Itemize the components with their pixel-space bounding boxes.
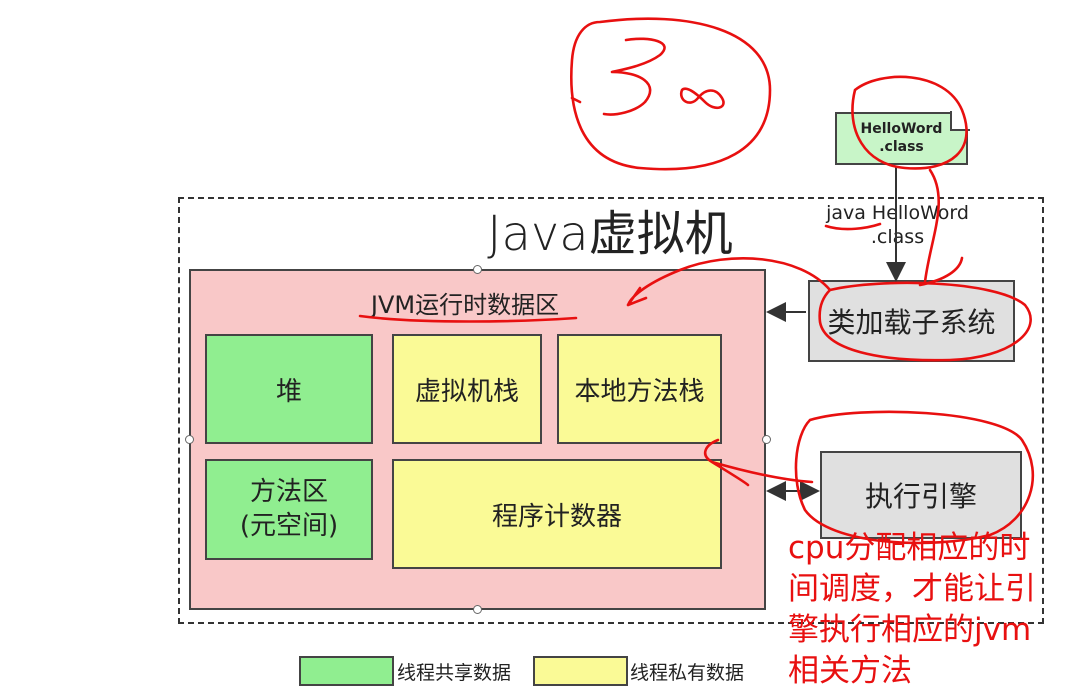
- note-line-1: cpu分配相应的时: [788, 530, 1031, 566]
- handwritten-note: cpu分配相应的时 间调度，才能让引 擎执行相应的jvm 相关方法: [788, 528, 1058, 693]
- vm-stack-box: 虚拟机栈: [392, 334, 542, 444]
- class-file-circle: [851, 75, 968, 170]
- legend-swatch-private: [533, 656, 628, 686]
- annot-curve-file-to-loader: [923, 168, 941, 284]
- loader-circle: [818, 281, 1032, 362]
- selection-handle-top[interactable]: [473, 265, 482, 274]
- annot-curve-engine: [703, 438, 814, 487]
- handwritten-digit-00: [679, 87, 725, 110]
- selection-handle-bottom[interactable]: [473, 605, 482, 614]
- java-command: java HelloWord .class: [815, 200, 980, 252]
- note-line-4: 相关方法: [788, 653, 912, 689]
- class-file-icon: HelloWord .class: [835, 112, 968, 165]
- heap-box: 堆: [205, 334, 373, 444]
- runtime-data-area-title: JVM运行时数据区: [370, 290, 560, 319]
- java-command-line2: .class: [870, 226, 925, 248]
- stroke-mark: [570, 96, 582, 104]
- jvm-title: Java虚拟机: [487, 206, 733, 262]
- java-command-line1: java HelloWord: [826, 202, 969, 225]
- legend-swatch-shared: [299, 656, 394, 686]
- native-method-stack-box: 本地方法栈: [557, 334, 722, 444]
- note-line-2: 间调度，才能让引: [788, 571, 1036, 607]
- program-counter-box: 程序计数器: [392, 459, 722, 569]
- selection-handle-left[interactable]: [185, 435, 194, 444]
- legend-label-private: 线程私有数据: [630, 661, 745, 684]
- method-area-label: 方法区: [249, 476, 328, 507]
- engine-circle: [794, 410, 1035, 545]
- runtime-title-underline: [358, 314, 578, 323]
- class-loader-box: 类加载子系统: [808, 280, 1015, 362]
- jvm-boundary: [178, 197, 1044, 624]
- execution-engine-box: 执行引擎: [820, 451, 1022, 539]
- annot-arrow-loader-to-runtime: [626, 257, 832, 307]
- note-line-3: 擎执行相应的jvm: [788, 612, 1032, 648]
- class-file-name: HelloWord: [860, 121, 943, 137]
- method-area-sublabel: (元空间): [239, 510, 339, 541]
- command-underline: [824, 222, 882, 231]
- handwritten-300-circle: [570, 17, 772, 171]
- handwritten-digit-3: [602, 37, 666, 116]
- method-area-box: 方法区 (元空间): [205, 459, 373, 560]
- class-file-ext: .class: [879, 138, 924, 155]
- selection-handle-right[interactable]: [762, 435, 771, 444]
- legend-label-shared: 线程共享数据: [397, 661, 512, 684]
